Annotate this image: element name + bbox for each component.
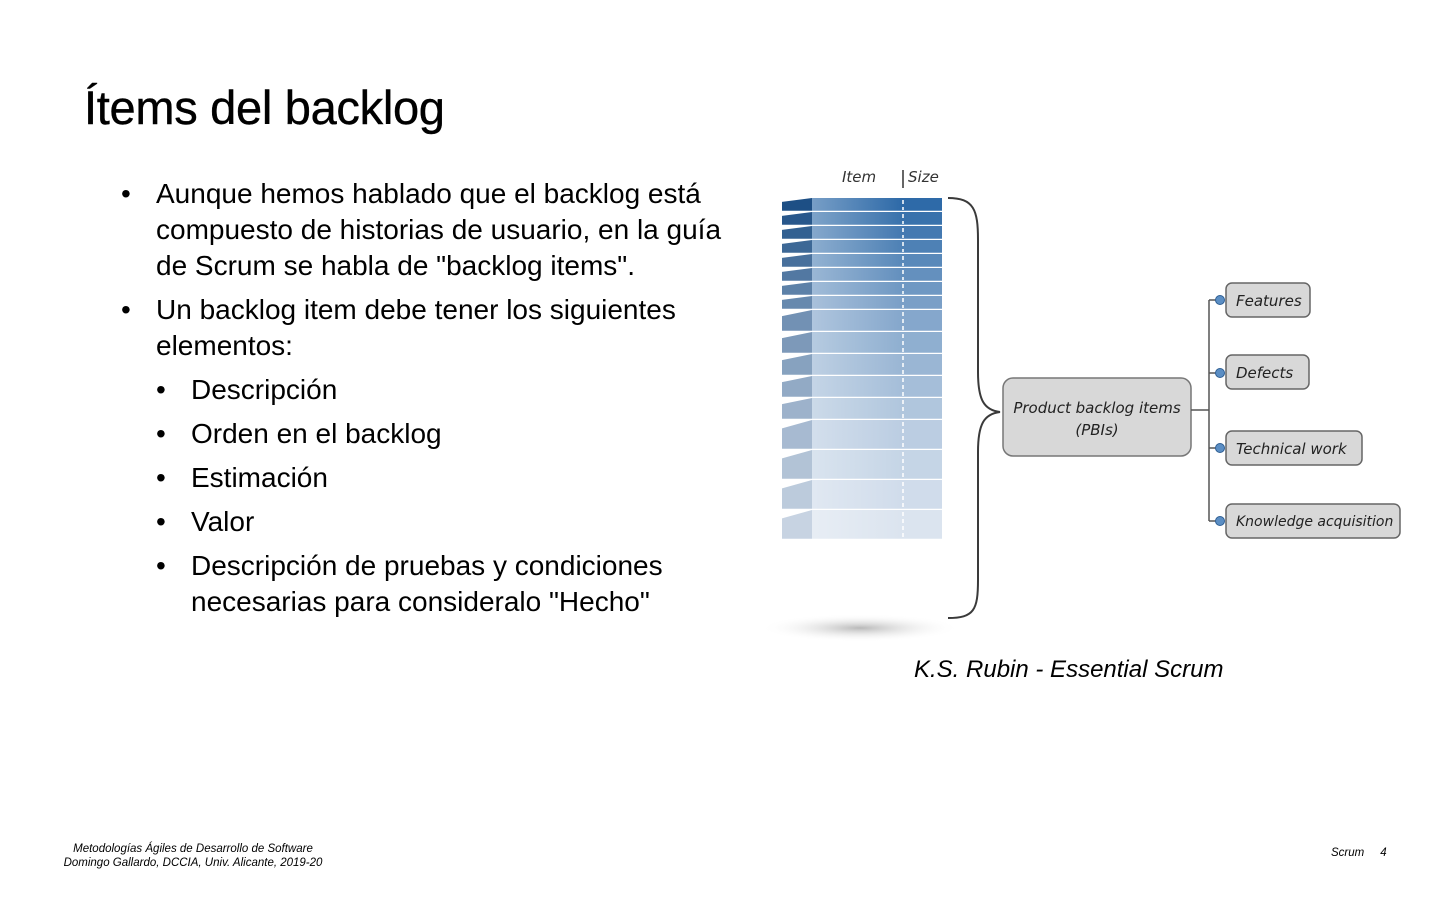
branch-defects: Defects	[1209, 354, 1310, 390]
stack-row-side	[782, 310, 812, 332]
bullet-marker: •	[156, 374, 166, 405]
pbi-box	[1002, 377, 1192, 457]
backlog-stack	[782, 198, 942, 542]
sub-bullet-text: Estimación	[191, 462, 328, 493]
bullet-marker: •	[156, 418, 166, 449]
branch-knowledge-acquisition: Knowledge acquisition	[1209, 503, 1401, 539]
sub-bullet-text: Orden en el backlog	[191, 418, 442, 449]
stack-row-side	[782, 398, 812, 420]
sub-bullet-text: Valor	[191, 506, 255, 537]
pbi-label-line2: (PBIs)	[1075, 421, 1118, 439]
stack-row-side	[782, 198, 812, 212]
stack-row-side	[782, 240, 812, 254]
stack-row-side	[782, 480, 812, 510]
stack-row-side	[782, 296, 812, 310]
sub-bullet-item: • Valor	[156, 504, 751, 540]
sub-bullet-item: • Orden en el backlog	[156, 416, 751, 452]
branch-dot	[1215, 516, 1225, 526]
bullet-marker: •	[156, 506, 166, 537]
branch-label-technical-work: Technical work	[1236, 440, 1348, 458]
stack-row-highlight	[812, 198, 902, 212]
footer-section: Scrum 4	[1331, 847, 1387, 859]
bullet-text: Aunque hemos hablado que el backlog está…	[156, 178, 722, 281]
bullet-marker: •	[121, 178, 131, 209]
sub-bullet-item: • Estimación	[156, 460, 751, 496]
bullet-marker: •	[121, 294, 131, 325]
bullet-list: • Aunque hemos hablado que el backlog est…	[121, 176, 751, 628]
stack-row-highlight	[812, 398, 902, 420]
stack-row-highlight	[812, 420, 902, 450]
branch-technical-work: Technical work	[1209, 430, 1363, 466]
bullet-item: • Aunque hemos hablado que el backlog est…	[121, 176, 751, 284]
stack-row-highlight	[812, 354, 902, 376]
sub-bullet-text: Descripción de pruebas y condiciones nec…	[191, 550, 663, 617]
bullet-item: • Un backlog item debe tener los siguient…	[121, 292, 751, 364]
branch-label-knowledge-acquisition: Knowledge acquisition	[1236, 514, 1393, 530]
footer-course: Metodologías Ágiles de Desarrollo de Sof…	[73, 843, 313, 855]
slide-title: Ítems del backlog	[84, 81, 445, 134]
stack-row-side	[782, 450, 812, 480]
footer-author: Domingo Gallardo, DCCIA, Univ. Alicante,…	[63, 857, 323, 869]
stack-row-side	[782, 510, 812, 540]
branch-features: Features	[1209, 282, 1311, 318]
section-name: Scrum	[1331, 847, 1365, 859]
sub-bullet-text: Descripción	[191, 374, 338, 405]
stack-row-side	[782, 354, 812, 376]
stack-row-highlight	[812, 226, 902, 240]
stack-row-side	[782, 226, 812, 240]
branch-dot	[1215, 295, 1225, 305]
column-label-item: Item	[842, 168, 876, 186]
stack-row-highlight	[812, 240, 902, 254]
footer-credits: Metodologías Ágiles de Desarrollo de Sof…	[58, 842, 328, 870]
stack-row-side	[782, 332, 812, 354]
stack-row-highlight	[812, 332, 902, 354]
stack-row-highlight	[812, 212, 902, 226]
figure-caption: K.S. Rubin - Essential Scrum	[914, 656, 1224, 683]
stack-row-highlight	[812, 268, 902, 282]
stack-row-side	[782, 420, 812, 450]
stack-row-side	[782, 376, 812, 398]
pbi-label-line1: Product backlog items	[1013, 399, 1180, 417]
stack-row-side	[782, 268, 812, 282]
stack-row-highlight	[812, 510, 902, 540]
branch-dot	[1215, 443, 1225, 453]
sub-bullet-item: • Descripción de pruebas y condiciones ne…	[156, 548, 751, 620]
bullet-marker: •	[156, 550, 166, 581]
bullet-marker: •	[156, 462, 166, 493]
branch-dot	[1215, 368, 1225, 378]
stack-row-highlight	[812, 296, 902, 310]
stack-row-highlight	[812, 310, 902, 332]
stack-brace	[947, 197, 1001, 619]
stack-row-highlight	[812, 450, 902, 480]
stack-row-highlight	[812, 254, 902, 268]
stack-row-side	[782, 282, 812, 296]
bullet-text: Un backlog item debe tener los siguiente…	[156, 294, 676, 361]
stack-row-highlight	[812, 282, 902, 296]
branch-label-defects: Defects	[1236, 364, 1293, 382]
backlog-diagram: Item Size Product backlog items (PBIs) F…	[760, 168, 1401, 642]
stack-row-side	[782, 254, 812, 268]
stack-shadow	[760, 614, 960, 642]
column-label-size: Size	[908, 168, 939, 186]
stack-row-highlight	[812, 376, 902, 398]
sub-bullet-item: • Descripción	[156, 372, 751, 408]
stack-row-highlight	[812, 480, 902, 510]
page-number: 4	[1380, 847, 1387, 859]
stack-row-side	[782, 212, 812, 226]
branch-label-features: Features	[1236, 292, 1302, 310]
